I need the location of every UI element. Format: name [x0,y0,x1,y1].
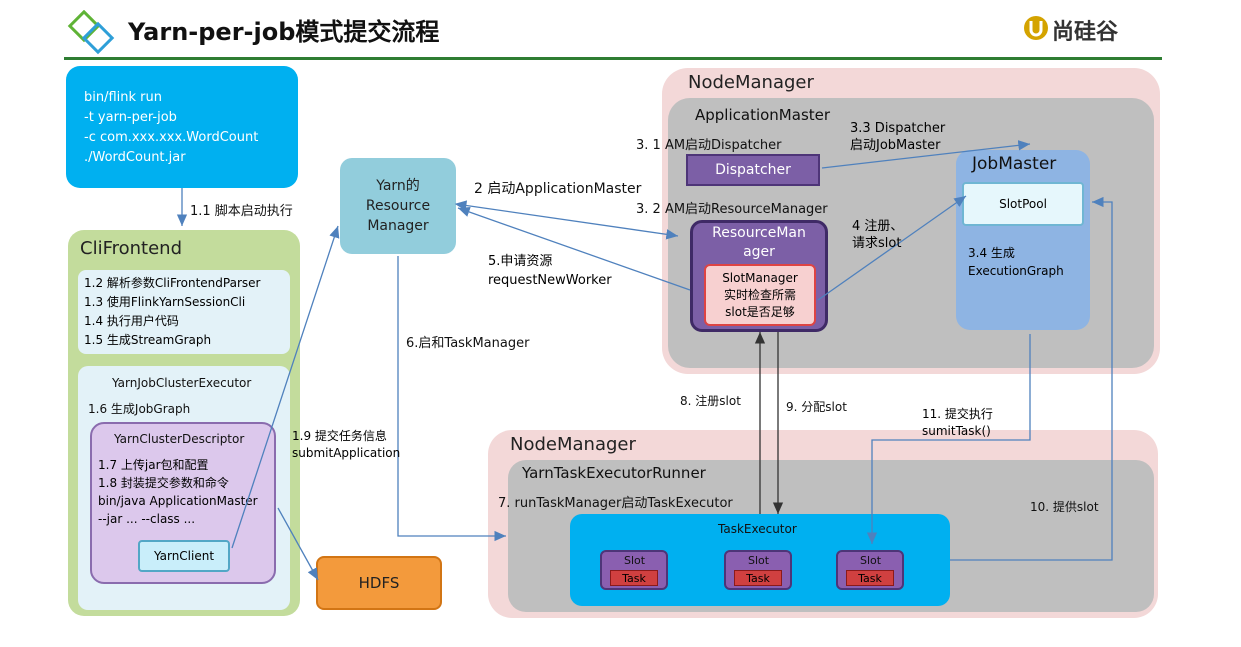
command-line: -t yarn-per-job [84,110,177,125]
edge-label-line: requestNewWorker [488,273,612,288]
edge-label-3-2: 3. 2 AM启动ResourceManager [636,202,828,217]
cli-step: 1.5 生成StreamGraph [84,333,212,347]
slot-label: Slot [860,554,882,567]
slot-label: Slot [748,554,770,567]
logo-diamond-icon [67,10,115,55]
descriptor-line: bin/java ApplicationMaster [98,494,258,508]
page-title: Yarn-per-job模式提交流程 [128,18,440,46]
edge-label-3-3: 3.3 Dispatcher 启动JobMaster [850,120,945,154]
edge-label-10: 10. 提供slot [1030,500,1099,514]
edge-2 [454,200,679,240]
job-master-note-line: 3.4 生成 [968,246,1015,260]
command-line: ./WordCount.jar [84,150,186,165]
hdfs-box: HDFS [316,556,442,610]
cli-step: 1.2 解析参数CliFrontendParser [84,276,261,290]
app-master-title: ApplicationMaster [695,106,831,124]
edge-6 [397,256,506,542]
slot-manager-line: SlotManager [722,270,798,285]
rm-am-line: ResourceMan [712,225,806,241]
edge-label-line: 4 注册、 [852,219,904,234]
job-master-note-line: ExecutionGraph [968,264,1064,278]
rm-am-line: ager [743,244,775,260]
edge-10 [950,196,1113,561]
edge-label-5: 5.申请资源 requestNewWorker [488,252,612,290]
edge-3-3 [821,140,1031,169]
edge-11 [866,334,1031,544]
job-master-title: JobMaster [972,154,1057,174]
task-label: Task [846,570,894,586]
slot-manager-line: slot是否足够 [725,304,795,319]
edge-label-2: 2 启动ApplicationMaster [474,181,642,197]
command-box: bin/flink run -t yarn-per-job -c com.xxx… [66,66,298,188]
edge-label-4: 4 注册、 请求slot [852,218,903,252]
rm-line: Yarn的 [376,178,420,194]
command-line: bin/flink run [84,90,163,105]
brand-logo-icon [1024,16,1048,40]
edge-label-line: 请求slot [852,236,902,251]
edge-label-3-1: 3. 1 AM启动Dispatcher [636,138,782,153]
edge-1-9 [231,225,340,549]
descriptor-line: --jar ... --class ... [98,512,196,526]
descriptor-line: 1.8 封装提交参数和命令 [98,476,229,490]
yarn-client: YarnClient [138,540,230,572]
slot-manager-line: 实时检查所需 [723,287,796,302]
rm-line: Resource [365,198,431,214]
edge-label-line: 3.3 Dispatcher [850,121,946,136]
edge-label-line: submitApplication [292,446,401,460]
edge-label-line: 11. 提交执行 [922,407,993,421]
edge-5 [457,206,691,291]
cli-frontend-title: CliFrontend [80,238,183,259]
edge-label-6: 6.启和TaskManager [406,336,530,351]
slot-label: Slot [624,554,646,567]
header-divider [64,57,1162,60]
edge-label-line: 1.9 提交任务信息 [292,429,387,443]
runner-step: 7. runTaskManager启动TaskExecutor [498,496,733,511]
slot-manager: SlotManager 实时检查所需 slot是否足够 [704,264,816,326]
edge-hdfs [277,507,319,581]
task-executor-title: TaskExecutor [718,522,797,536]
yarn-resource-manager: Yarn的 Resource Manager [340,158,456,254]
edge-label-1-9: 1.9 提交任务信息 submitApplication [292,428,400,462]
executor-step: 1.6 生成JobGraph [88,402,191,416]
cli-step: 1.4 执行用户代码 [84,314,179,328]
job-master [956,150,1090,330]
job-master-note: 3.4 生成 ExecutionGraph [968,244,1064,280]
cli-step: 1.3 使用FlinkYarnSessionCli [84,295,246,309]
edge-label-11: 11. 提交执行 sumitTask() [922,406,993,440]
edge-label-8: 8. 注册slot [680,394,741,408]
task-label: Task [610,570,658,586]
descriptor-line: 1.7 上传jar包和配置 [98,458,209,472]
edge-label-line: 5.申请资源 [488,254,553,269]
edge-label-line: 启动JobMaster [850,138,941,153]
executor-title: YarnJobClusterExecutor [112,376,252,390]
runner-title: YarnTaskExecutorRunner [522,464,706,482]
descriptor-lines: 1.7 上传jar包和配置 1.8 封装提交参数和命令 bin/java App… [98,456,258,528]
edge-label-1-1: 1.1 脚本启动执行 [190,204,293,219]
edge-label-9: 9. 分配slot [786,400,847,414]
brand-name: 尚硅谷 [1052,20,1119,45]
nm-bottom-title: NodeManager [510,434,636,455]
rm-am-title: ResourceMan ager [690,224,828,262]
edge-4 [817,195,967,301]
dispatcher-box: Dispatcher [686,154,820,186]
nm-top-title: NodeManager [688,72,814,93]
rm-line: Manager [367,218,429,234]
edge-label-line: sumitTask() [922,424,991,438]
command-line: -c com.xxx.xxx.WordCount [84,130,259,145]
cli-frontend-steps: 1.2 解析参数CliFrontendParser 1.3 使用FlinkYar… [78,270,290,354]
task-label: Task [734,570,782,586]
descriptor-title: YarnClusterDescriptor [114,432,245,446]
